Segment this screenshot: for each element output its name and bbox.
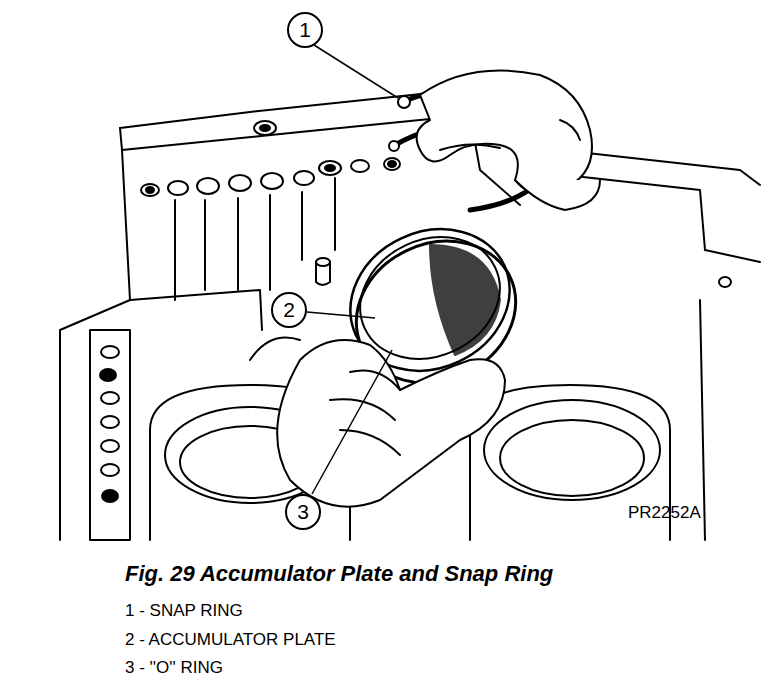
key-entry: 1 - SNAP RING xyxy=(125,601,243,621)
callout-number: 2 xyxy=(283,298,295,322)
callout-circle: 1 xyxy=(287,12,323,48)
figure-code: PR2252A xyxy=(628,503,701,523)
key-entry: 3 - ''O'' RING xyxy=(125,658,223,678)
callout-number: 3 xyxy=(297,500,309,524)
figure-caption: Fig. 29 Accumulator Plate and Snap Ring xyxy=(125,561,553,587)
callout-number: 1 xyxy=(299,18,311,42)
key-entry: 2 - ACCUMULATOR PLATE xyxy=(125,630,336,650)
callout-circle: 2 xyxy=(271,292,307,328)
callout-circle: 3 xyxy=(285,494,321,530)
